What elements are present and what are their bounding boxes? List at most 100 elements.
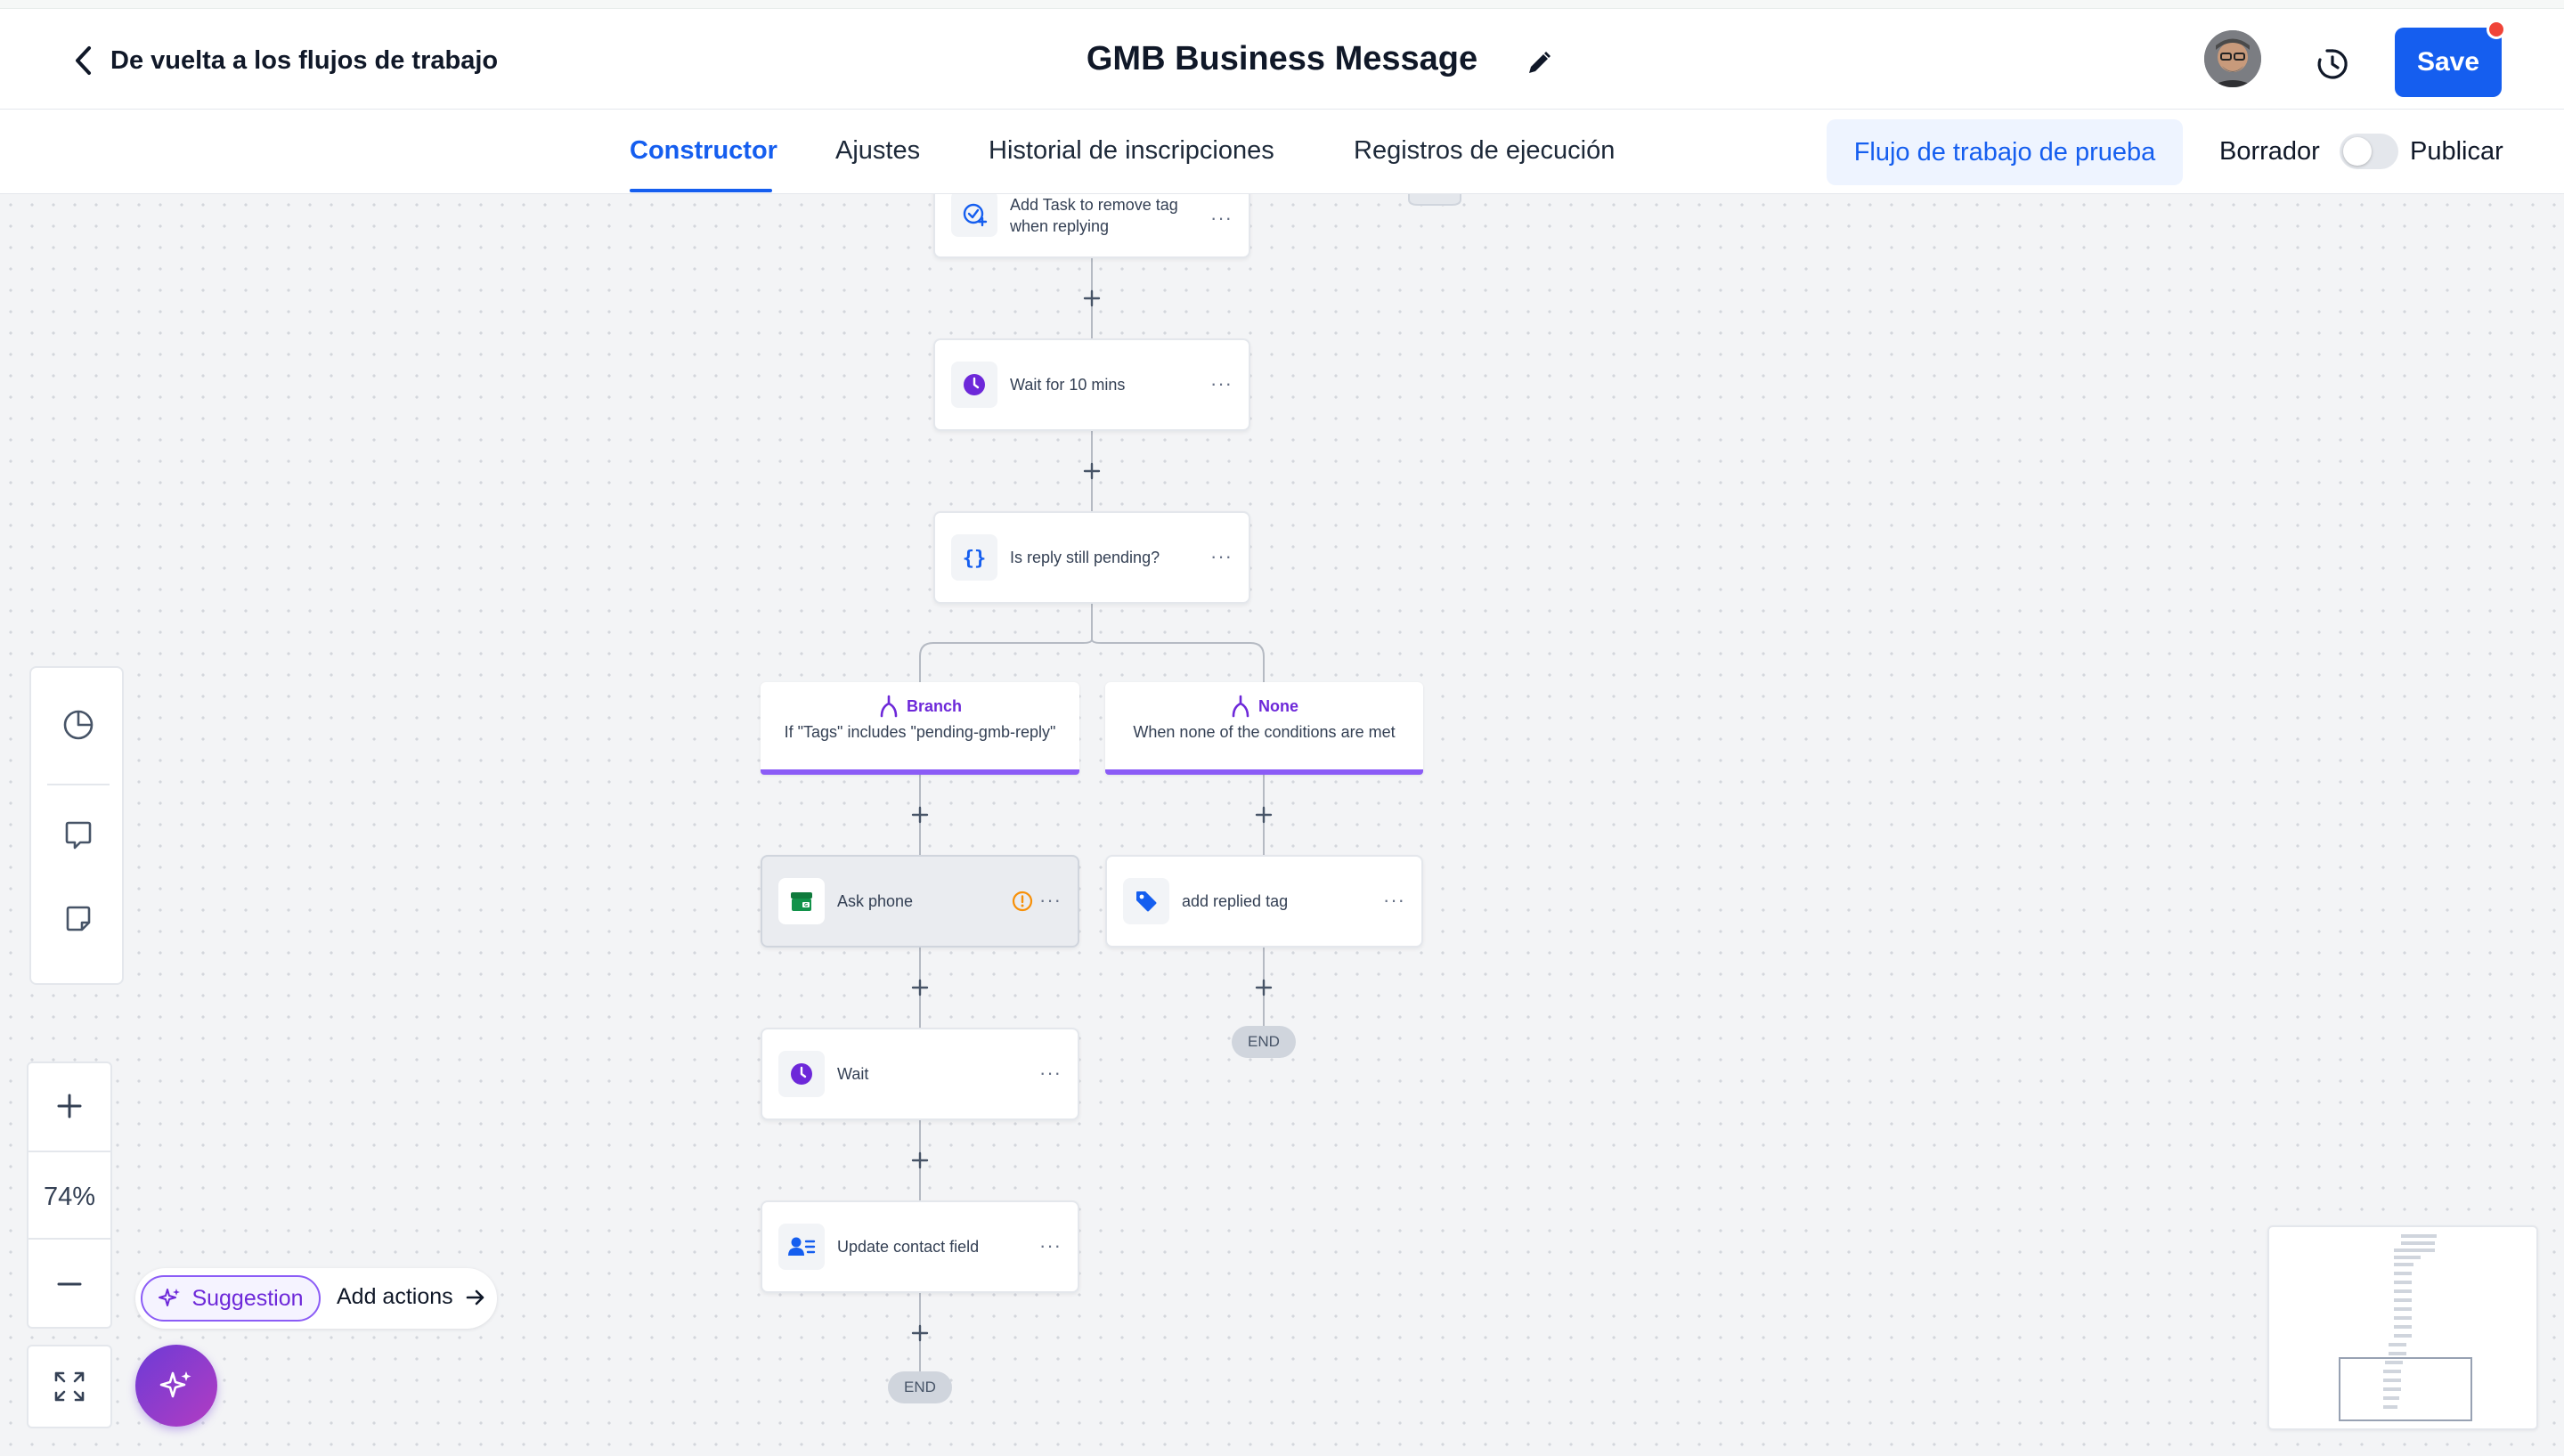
contact-card-icon bbox=[788, 1237, 816, 1256]
node-more-icon[interactable]: ··· bbox=[1039, 1234, 1062, 1257]
unsaved-changes-badge bbox=[2487, 20, 2506, 39]
connector-lines bbox=[919, 194, 1461, 1371]
node-more-icon[interactable]: ··· bbox=[1210, 372, 1233, 395]
back-to-workflows-link[interactable]: De vuelta a los flujos de trabajo bbox=[69, 43, 498, 78]
minimap-node-mark bbox=[2383, 1396, 2399, 1400]
minimap-node-mark bbox=[2383, 1379, 2401, 1382]
node-icon bbox=[951, 194, 997, 237]
branch-split-icon bbox=[1232, 695, 1249, 718]
expand-icon bbox=[54, 1371, 85, 1402]
sticky-note-icon[interactable] bbox=[61, 901, 96, 937]
node-more-icon[interactable]: ··· bbox=[1039, 889, 1062, 911]
minimap-node-mark bbox=[2394, 1289, 2412, 1293]
add-step-plus-icon[interactable] bbox=[1079, 458, 1105, 484]
node-more-icon[interactable]: ··· bbox=[1210, 207, 1233, 229]
node-wait-10-mins[interactable]: Wait for 10 mins ··· bbox=[933, 338, 1250, 431]
version-history-icon[interactable] bbox=[2314, 45, 2351, 83]
node-wait[interactable]: Wait ··· bbox=[761, 1028, 1079, 1120]
edit-pencil-icon[interactable] bbox=[1525, 49, 1553, 77]
node-label: Wait for 10 mins bbox=[1010, 376, 1126, 394]
back-label: De vuelta a los flujos de trabajo bbox=[110, 45, 499, 75]
pie-chart-icon[interactable] bbox=[61, 707, 96, 743]
node-more-icon[interactable]: ··· bbox=[1383, 889, 1405, 911]
node-icon bbox=[951, 362, 997, 408]
minimap-node-mark bbox=[2389, 1352, 2406, 1355]
comment-icon[interactable] bbox=[61, 817, 96, 853]
ai-sparkle-icon bbox=[159, 1371, 191, 1398]
node-add-replied-tag[interactable]: add replied tag ··· bbox=[1105, 855, 1423, 948]
ai-assistant-button[interactable] bbox=[135, 1345, 217, 1427]
add-step-plus-icon[interactable] bbox=[1250, 801, 1277, 828]
branch-card-branch[interactable]: Branch If "Tags" includes "pending-gmb-r… bbox=[761, 682, 1079, 775]
minimap-node-mark bbox=[2385, 1361, 2403, 1364]
node-update-contact-field[interactable]: Update contact field ··· bbox=[761, 1200, 1079, 1293]
node-add-task[interactable]: Add Task to remove tag when replying ··· bbox=[933, 194, 1250, 258]
node-more-icon[interactable]: ··· bbox=[1039, 1061, 1062, 1084]
workflow-title[interactable]: GMB Business Message bbox=[1086, 40, 1478, 77]
minimap-viewport[interactable] bbox=[2339, 1357, 2472, 1421]
workflow-canvas[interactable]: Add Task to remove tag when replying ···… bbox=[0, 194, 2564, 1456]
zoom-out-button[interactable] bbox=[28, 1241, 110, 1327]
add-step-plus-icon[interactable] bbox=[1079, 285, 1105, 312]
minimap-node-mark bbox=[2383, 1387, 2401, 1391]
clock-icon bbox=[791, 1063, 812, 1085]
tab-bar: Constructor Ajustes Historial de inscrip… bbox=[0, 110, 2564, 194]
fit-to-screen-button[interactable] bbox=[27, 1345, 112, 1428]
minimap-node-mark bbox=[2383, 1405, 2397, 1409]
minimap-node-mark bbox=[2394, 1325, 2412, 1329]
node-icon bbox=[778, 1224, 825, 1270]
node-condition-reply-pending[interactable]: {} Is reply still pending? ··· bbox=[933, 511, 1250, 604]
warning-icon[interactable] bbox=[1012, 891, 1033, 912]
node-more-icon[interactable]: ··· bbox=[1210, 545, 1233, 567]
tab-execution-logs[interactable]: Registros de ejecución bbox=[1354, 136, 1616, 165]
branch-condition: If "Tags" includes "pending-gmb-reply" bbox=[784, 723, 1056, 741]
clock-icon bbox=[964, 374, 985, 395]
minimap-node-mark bbox=[2394, 1256, 2421, 1259]
sparkle-icon bbox=[159, 1289, 181, 1306]
minimap-node-mark bbox=[2394, 1272, 2412, 1275]
user-avatar[interactable] bbox=[2204, 30, 2261, 87]
zoom-in-button[interactable] bbox=[28, 1063, 110, 1149]
suggestion-button[interactable]: Suggestion bbox=[141, 1275, 321, 1322]
svg-text:G: G bbox=[804, 903, 808, 908]
node-label: Update contact field bbox=[837, 1238, 980, 1256]
suggestion-label: Suggestion bbox=[191, 1285, 304, 1311]
add-step-plus-icon[interactable] bbox=[907, 974, 933, 1001]
node-label-line: Add Task to remove tag bbox=[1010, 196, 1178, 214]
add-step-plus-icon[interactable] bbox=[1250, 974, 1277, 1001]
node-icon: G bbox=[778, 878, 825, 924]
add-step-plus-icon[interactable] bbox=[907, 801, 933, 828]
add-step-plus-icon[interactable] bbox=[907, 1147, 933, 1174]
minimap-node-mark bbox=[2383, 1370, 2401, 1373]
node-icon: {} bbox=[951, 534, 997, 581]
minimap-node-mark bbox=[2394, 1263, 2413, 1266]
branch-title-text: Branch bbox=[906, 696, 962, 715]
tool-divider bbox=[47, 784, 110, 785]
add-actions-link[interactable]: Add actions bbox=[337, 1284, 487, 1310]
toggle-knob bbox=[2343, 137, 2372, 166]
canvas-minimap[interactable] bbox=[2267, 1225, 2538, 1430]
minimap-node-mark bbox=[2394, 1298, 2412, 1302]
node-label-line: when replying bbox=[1010, 217, 1110, 235]
node-ask-phone[interactable]: G Ask phone ··· bbox=[761, 855, 1079, 948]
active-tab-indicator bbox=[630, 189, 772, 192]
chevron-left-icon bbox=[76, 46, 91, 75]
branch-title: Branch bbox=[761, 695, 1079, 718]
app-header: De vuelta a los flujos de trabajo GMB Bu… bbox=[0, 9, 2564, 110]
tab-ajustes[interactable]: Ajustes bbox=[835, 136, 921, 165]
test-workflow-button[interactable]: Flujo de trabajo de prueba bbox=[1827, 119, 2183, 185]
task-check-icon bbox=[963, 203, 988, 227]
tag-icon bbox=[1136, 891, 1157, 912]
tab-constructor[interactable]: Constructor bbox=[630, 136, 777, 165]
save-button[interactable]: Save bbox=[2395, 28, 2502, 97]
node-label: add replied tag bbox=[1182, 892, 1289, 910]
add-step-plus-icon[interactable] bbox=[907, 1320, 933, 1346]
branch-card-none[interactable]: None When none of the conditions are met bbox=[1105, 682, 1423, 775]
minimap-node-mark bbox=[2401, 1234, 2437, 1238]
arrow-right-icon bbox=[466, 1289, 484, 1305]
minus-icon bbox=[57, 1282, 82, 1286]
node-label: Is reply still pending? bbox=[1010, 549, 1160, 566]
tab-enrollment-history[interactable]: Historial de inscripciones bbox=[989, 136, 1274, 165]
publish-toggle[interactable] bbox=[2340, 134, 2398, 169]
node-icon bbox=[1123, 878, 1169, 924]
